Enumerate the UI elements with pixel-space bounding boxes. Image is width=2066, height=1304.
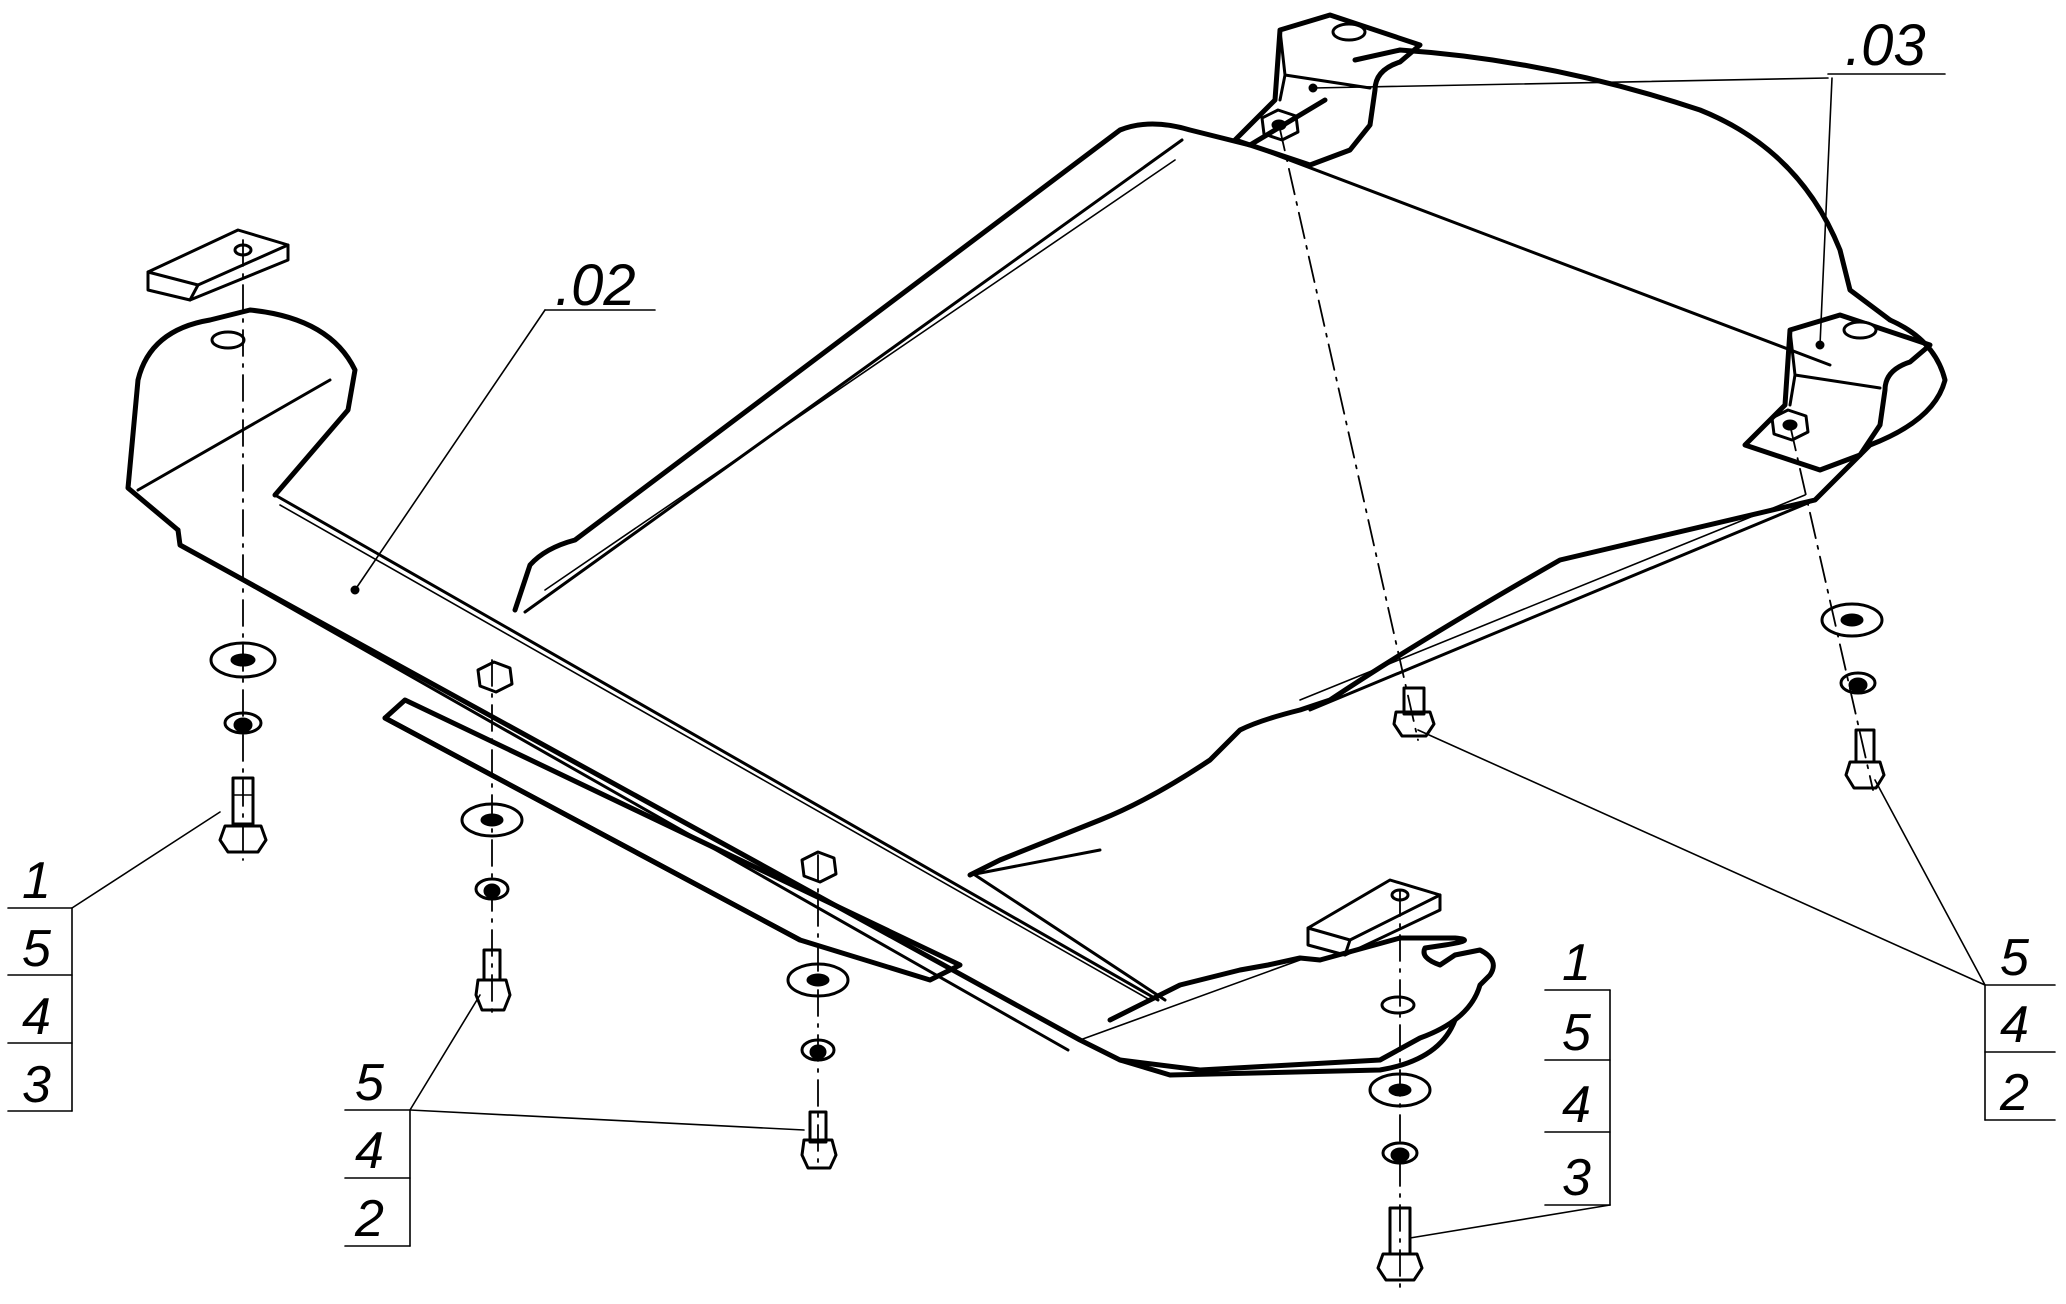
reference-stack-rear-right: 5 4 2 xyxy=(1984,929,2056,1122)
ref-item-3: 3 xyxy=(1562,1149,1591,1207)
ref-item-4: 4 xyxy=(22,988,51,1046)
slot-right xyxy=(1380,995,1416,1015)
fastener-stack-front-right xyxy=(1368,1072,1432,1282)
skid-plate-body xyxy=(125,47,1948,1078)
fastener-rear-left xyxy=(1392,686,1436,738)
ref-item-4: 4 xyxy=(2000,996,2029,1054)
ref-item-4: 4 xyxy=(355,1122,384,1180)
ref-item-2: 2 xyxy=(1999,1064,2029,1122)
ref-item-5: 5 xyxy=(22,920,52,978)
ref-item-3: 3 xyxy=(22,1056,51,1114)
fastener-stack-front-center-2 xyxy=(786,850,850,1170)
spacer-plate-left xyxy=(146,228,290,302)
fastener-stack-front-left xyxy=(209,641,277,854)
callout-part-03: .03 xyxy=(1845,13,1926,78)
leader-lines xyxy=(71,73,1986,1239)
slot-left xyxy=(210,330,246,350)
reference-stack-front-right: 1 5 4 3 xyxy=(1544,934,1611,1207)
ref-item-2: 2 xyxy=(354,1190,384,1248)
fastener-stack-front-center-1 xyxy=(460,660,524,1012)
ref-item-1: 1 xyxy=(22,852,51,910)
callout-part-02: .02 xyxy=(555,253,636,318)
ref-item-5: 5 xyxy=(2000,929,2030,987)
fastener-stack-rear-right xyxy=(1820,602,1886,790)
center-axes xyxy=(242,124,1874,1291)
ref-item-1: 1 xyxy=(1562,934,1591,992)
ref-item-4: 4 xyxy=(1562,1076,1591,1134)
ref-item-5: 5 xyxy=(355,1054,385,1112)
reference-stack-front-center: 5 4 2 xyxy=(344,1054,411,1248)
ref-item-5: 5 xyxy=(1562,1004,1592,1062)
rear-bracket-left xyxy=(1232,12,1423,168)
rear-bracket-right xyxy=(1742,312,1933,473)
reference-stack-front-left: 1 5 4 3 xyxy=(7,852,73,1114)
